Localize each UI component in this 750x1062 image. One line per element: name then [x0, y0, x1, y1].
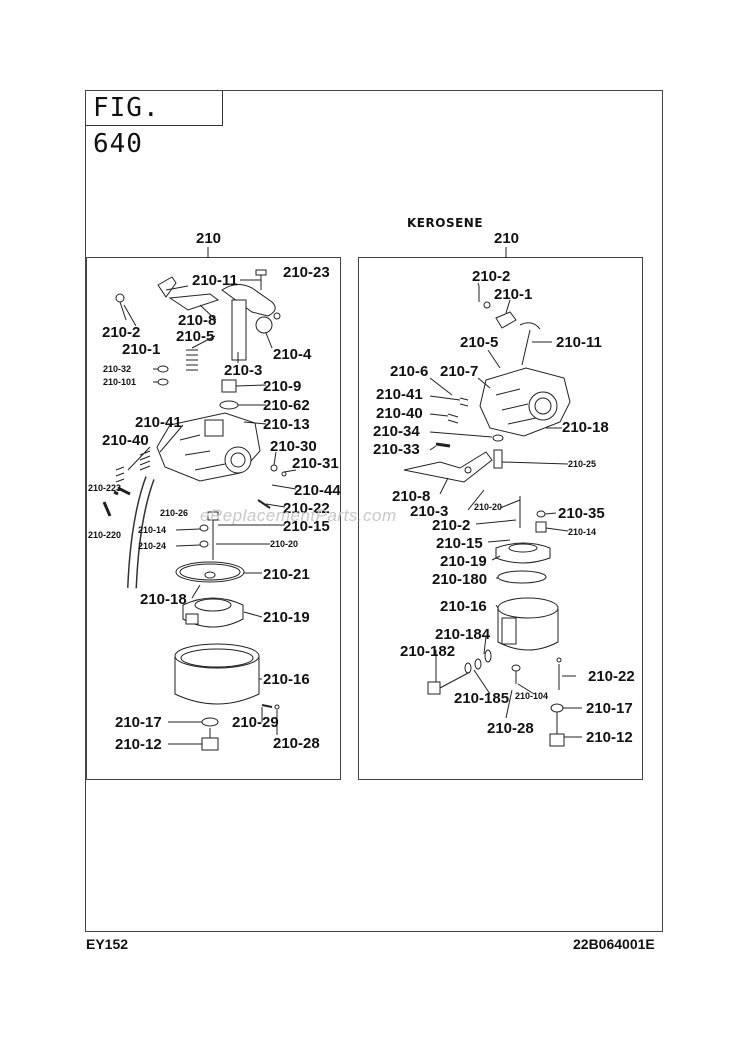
callout-label: 210-23 [283, 264, 330, 281]
callout-label: 210-3 [224, 362, 263, 379]
callout-label: 210-185 [454, 690, 510, 707]
callout-label: 210-11 [556, 334, 602, 351]
callout-label: 210-12 [115, 736, 162, 753]
callout-label: 210-21 [263, 566, 310, 583]
callout-label: 210-2 [432, 517, 471, 534]
callout-label: 210-7 [440, 363, 479, 380]
callout-label: 210-31 [292, 455, 339, 472]
callout-label: 210-29 [232, 714, 279, 731]
callout-label: 210-41 [135, 414, 182, 431]
left-assembly-heading: 210 [196, 230, 222, 247]
kerosene-note: KEROSENE [407, 216, 484, 230]
callout-label: 210-14 [138, 525, 167, 535]
callout-label: 210-16 [263, 671, 310, 688]
callout-label: 210-1 [494, 286, 533, 303]
callout-label: 210-20 [270, 539, 299, 549]
callout-label: 210-17 [115, 714, 162, 731]
callout-label: 210-18 [140, 591, 187, 608]
callout-label: 210-16 [440, 598, 487, 615]
callout-label: 210-28 [273, 735, 320, 752]
right-assembly-panel [358, 257, 643, 780]
callout-label: 210-223 [88, 483, 122, 493]
callout-label: 210-40 [102, 432, 149, 449]
callout-label: 210-41 [376, 386, 423, 403]
callout-label: 210-182 [400, 643, 456, 660]
drawing-number: 22B064001E [573, 936, 655, 952]
callout-label: 210-12 [586, 729, 633, 746]
callout-label: 210-33 [373, 441, 420, 458]
left-assembly-panel [86, 257, 341, 780]
callout-label: 210-13 [263, 416, 310, 433]
callout-label: 210-180 [432, 571, 488, 588]
callout-label: 210-11 [192, 272, 238, 289]
callout-label: 210-184 [435, 626, 491, 643]
callout-label: 210-2 [102, 324, 141, 341]
right-assembly-heading: 210 [494, 230, 520, 247]
callout-label: 210-28 [487, 720, 534, 737]
callout-label: 210-44 [294, 482, 341, 499]
callout-label: 210-40 [376, 405, 423, 422]
callout-label: 210-4 [273, 346, 312, 363]
callout-label: 210-26 [160, 508, 189, 518]
callout-label: 210-19 [263, 609, 310, 626]
watermark-text: eReplacementParts.com [200, 506, 397, 525]
callout-label: 210-17 [586, 700, 633, 717]
callout-label: 210-8 [178, 312, 217, 329]
callout-label: 210-8 [392, 488, 431, 505]
callout-label: 210-3 [410, 503, 449, 520]
callout-label: 210-35 [558, 505, 605, 522]
model-number: EY152 [86, 936, 129, 952]
callout-label: 210-14 [568, 527, 597, 537]
callout-label: 210-9 [263, 378, 302, 395]
callout-label: 210-25 [568, 459, 597, 469]
callout-label: 210-22 [588, 668, 635, 685]
callout-label: 210-5 [176, 328, 215, 345]
callout-label: 210-30 [270, 438, 317, 455]
callout-label: 210-15 [283, 518, 330, 535]
callout-label: 210-18 [562, 419, 609, 436]
callout-label: 210-6 [390, 363, 429, 380]
callout-label: 210-104 [515, 691, 549, 701]
callout-label: 210-15 [436, 535, 483, 552]
callout-label: 210-220 [88, 530, 122, 540]
callout-label: 210-24 [138, 541, 167, 551]
callout-label: 210-19 [440, 553, 487, 570]
callout-label: 210-5 [460, 334, 499, 351]
callout-label: 210-20 [474, 502, 503, 512]
figure-title: FIG. 640 [85, 90, 223, 159]
callout-label: 210-1 [122, 341, 161, 358]
figure-frame [85, 90, 663, 932]
callout-label: 210-22 [283, 500, 330, 517]
callout-label: 210-2 [472, 268, 511, 285]
callout-label: 210-62 [263, 397, 310, 414]
callout-label: 210-34 [373, 423, 420, 440]
callout-label: 210-32 [103, 364, 132, 374]
callout-label: 210-101 [103, 377, 137, 387]
